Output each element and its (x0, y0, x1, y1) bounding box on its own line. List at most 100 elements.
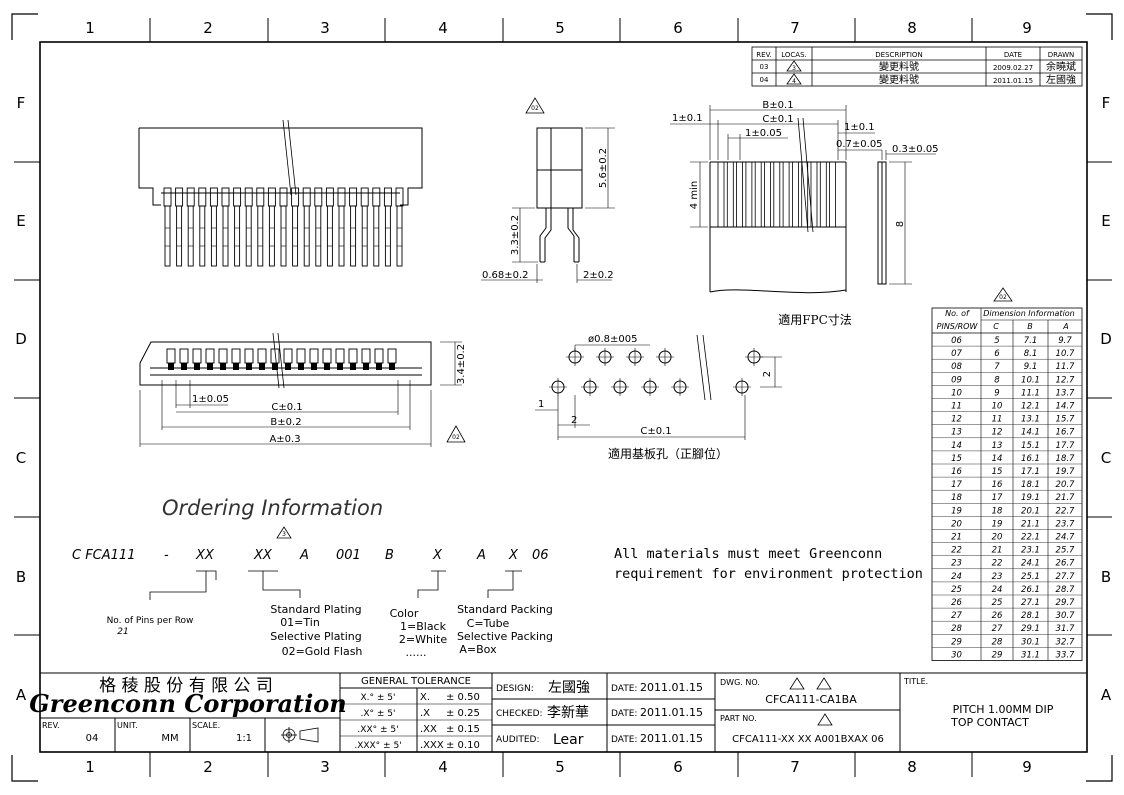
code-series: C FCA111 (72, 548, 135, 563)
tol-angle: X.° ± 5' (361, 693, 396, 703)
table-cell: 33.7 (1056, 650, 1076, 660)
scale-value: 1:1 (236, 733, 252, 744)
unit-value: MM (161, 733, 178, 744)
table-cell: 5 (994, 336, 999, 346)
contact-tip (376, 363, 382, 370)
pcb-c: C±0.1 (640, 426, 671, 437)
contact-tip (311, 363, 317, 370)
fpc-dims (670, 105, 936, 285)
table-cell: 19 (951, 506, 962, 516)
rev-header-drawn: DRAWN (1048, 51, 1075, 59)
contact-tip (194, 363, 200, 370)
tol-linear-key: .XX (420, 724, 437, 735)
table-cell: 27.7 (1056, 572, 1076, 582)
fpc-finger (717, 161, 725, 228)
plating-line: Standard Plating (270, 603, 361, 616)
table-cell: 18.7 (1056, 454, 1076, 464)
pin (360, 187, 369, 207)
table-cell: 18 (951, 493, 962, 503)
pin (395, 187, 404, 207)
dim-pitch: 1±0.05 (192, 394, 229, 405)
rev-triangle-icon (786, 60, 802, 72)
rev-header-date: DATE (1004, 51, 1022, 59)
pcb-hole-dia: ø0.8±005 (588, 334, 638, 345)
zone-row-label: F (1102, 94, 1111, 112)
revision-table (751, 46, 1083, 87)
col-a: A (1062, 322, 1068, 331)
pin (175, 187, 184, 207)
contact (166, 348, 176, 364)
zone-ticks (14, 18, 1112, 777)
ordering-info: Ordering Information 3 C FCA111 - XX XX … (72, 496, 553, 659)
pin (349, 187, 358, 207)
tol-linear-key: .XXX (420, 740, 444, 751)
part-number: CFCA111-XX XX A001BXAX 06 (732, 734, 884, 745)
code-a2: A (476, 548, 486, 563)
zone-column-label: 4 (438, 758, 448, 776)
scale-label: SCALE. (192, 721, 220, 730)
environment-note: All materials must meet Greenconn requir… (614, 546, 923, 582)
pin-leg (257, 205, 264, 267)
pin-leg (268, 205, 275, 267)
contact-tip (324, 363, 330, 370)
pcb-dim-labels: ø0.8±005 2 1 2 C±0.1 適用基板孔（正腳位） (538, 334, 773, 461)
zone-column-label: 3 (320, 19, 330, 37)
pin-leg (292, 205, 299, 267)
zone-row-label: C (1101, 449, 1111, 467)
table-cell: 10 (992, 402, 1003, 412)
rev-row-desc: 變更料號 (879, 60, 919, 73)
pin (163, 187, 172, 207)
part-label: PART NO. (720, 714, 757, 723)
table-cell: 21 (992, 546, 1003, 556)
dim-row-spacing: 2±0.2 (583, 270, 614, 281)
pin-leg (199, 205, 206, 267)
packing-line: C=Tube (467, 617, 510, 630)
table-cell: 28 (951, 624, 962, 634)
dim-a: A±0.3 (269, 434, 300, 445)
zone-row-label: C (16, 449, 26, 467)
table-cell: 24.7 (1056, 533, 1076, 543)
table-cell: 13 (951, 428, 962, 438)
date-value: 2011.01.15 (640, 706, 703, 719)
table-cell: 18.1 (1021, 480, 1040, 490)
tol-angle: .XX° ± 5' (357, 725, 398, 735)
table-cell: 16.7 (1056, 428, 1076, 438)
fpc-finger (736, 161, 743, 228)
rev-row-rev: 03 (760, 63, 769, 71)
code-pins: XX (195, 548, 215, 563)
table-cell: 23 (992, 572, 1003, 582)
contact-tip (259, 363, 265, 370)
design-value: 左國強 (548, 680, 590, 696)
table-cell: 20 (992, 533, 1003, 543)
table-cell: 17.7 (1056, 441, 1076, 451)
table-cell: 08 (951, 362, 962, 372)
rev-triangle-icon (786, 73, 802, 85)
front-view-pins (166, 348, 397, 370)
fpc-finger (829, 161, 836, 228)
pin-leg (280, 205, 287, 267)
contact-tip (220, 363, 226, 370)
code-packing: X (508, 548, 519, 563)
top-view-connector (138, 119, 423, 206)
pin (337, 187, 346, 207)
table-cell: 8 (994, 375, 1000, 385)
table-cell: 27 (951, 611, 962, 621)
rev-row-rev: 04 (760, 76, 769, 84)
title-label: TITLE. (903, 677, 928, 686)
table-cell: 28 (992, 637, 1003, 647)
rev-tag: 3 (282, 531, 286, 538)
dimension-table-header: 02 No. of PINS/ROW Dimension Information… (937, 287, 1075, 331)
table-cell: 28.1 (1021, 611, 1040, 621)
color-line: 2=White (399, 633, 447, 646)
date-value: 2011.01.15 (640, 732, 703, 745)
dimension-group-header: Dimension Information (983, 309, 1075, 318)
pins-header: PINS/ROW (937, 322, 979, 331)
contact (296, 348, 306, 364)
rev-header-desc: DESCRIPTION (875, 51, 922, 59)
ordering-title: Ordering Information (162, 496, 383, 520)
pin (314, 187, 323, 207)
fpc-finger (782, 161, 790, 228)
zone-row-label: B (1101, 568, 1111, 586)
zone-column-label: 1 (85, 758, 95, 776)
